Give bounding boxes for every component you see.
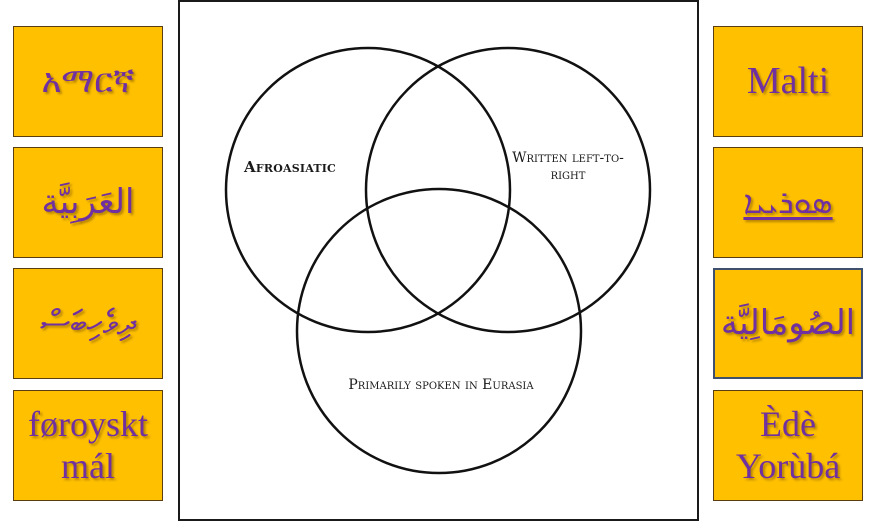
language-name-line1: Èdè — [760, 404, 816, 445]
language-card-aramaic[interactable]: ܣܘܪܝܝܐ — [713, 147, 863, 258]
language-card-dhivehi[interactable]: ދިވެހިބަސް — [13, 268, 163, 379]
language-name: ދިވެހިބަސް — [40, 302, 136, 343]
label-afroasiatic: Afroasiatic — [244, 158, 337, 176]
language-name-line2: Yorùbá — [735, 445, 841, 486]
language-name: አማርኛ — [41, 60, 135, 101]
label-primarily-spoken-in-eurasia: Primarily spoken in Eurasia — [348, 377, 534, 393]
language-card-amharic[interactable]: አማርኛ — [13, 26, 163, 137]
label-written-left-to-right: Written left-to-right — [512, 150, 624, 183]
language-card-maltese[interactable]: Malti — [713, 26, 863, 137]
language-name-line1: føroyskt — [28, 404, 148, 445]
language-name: ܣܘܪܝܝܐ — [743, 182, 833, 221]
language-name: føroyskt mál — [28, 404, 148, 487]
language-name-line2: mál — [61, 445, 115, 486]
language-name: Èdè Yorùbá — [736, 404, 840, 487]
venn-diagram-frame — [178, 0, 699, 521]
language-name: Malti — [746, 59, 830, 102]
language-card-yoruba[interactable]: Èdè Yorùbá — [713, 390, 863, 501]
language-name: الصُومَالِيَّة — [720, 302, 856, 343]
language-card-somali[interactable]: الصُومَالِيَّة — [713, 268, 863, 379]
language-card-arabic[interactable]: العَرَبِيَّة — [13, 147, 163, 258]
language-name: العَرَبِيَّة — [41, 181, 135, 222]
language-card-faroese[interactable]: føroyskt mál — [13, 390, 163, 501]
